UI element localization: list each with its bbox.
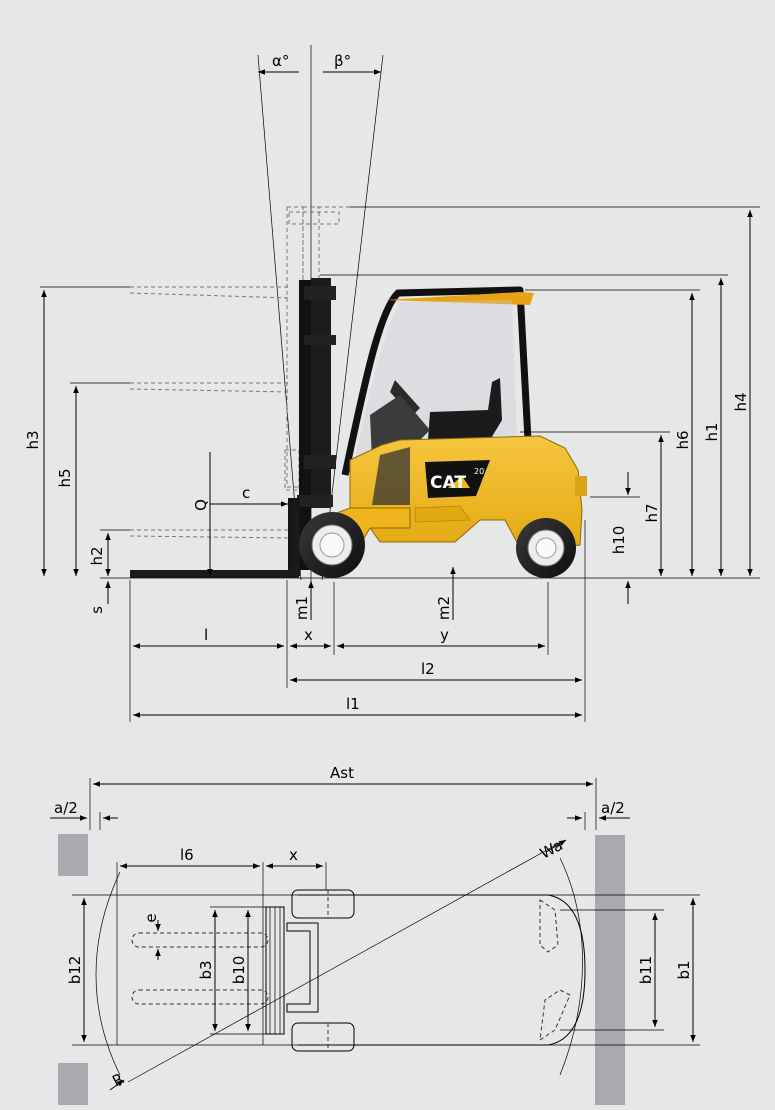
ast-dimension: [89, 778, 597, 830]
aisle-wall-left-top: [58, 834, 88, 876]
b3-label: b3: [197, 960, 215, 979]
model-badge: 20: [474, 467, 484, 476]
forks-top: [131, 932, 269, 1005]
b12-label: b12: [66, 956, 84, 985]
r-label: R: [109, 1070, 127, 1091]
right-height-dimensions: [625, 210, 753, 604]
b12-dimension: [72, 894, 298, 1046]
m2-label: m2: [435, 596, 453, 620]
height-extension-lines: [40, 206, 760, 531]
side-view: α° β°: [24, 45, 760, 722]
h3-label: h3: [24, 430, 42, 449]
l2-label: l2: [421, 660, 435, 678]
h4-label: h4: [732, 392, 750, 411]
h10-label: h10: [610, 526, 628, 555]
wa-label: Wa: [537, 836, 566, 863]
h7-label: h7: [643, 503, 661, 522]
l-label: l: [204, 626, 208, 644]
m1-label: m1: [293, 596, 311, 620]
aisle-wall-right: [595, 835, 625, 1105]
x-top-label: x: [289, 846, 298, 864]
b1-label: b1: [675, 960, 693, 979]
h1-label: h1: [703, 422, 721, 441]
h6-label: h6: [674, 430, 692, 449]
b11-b1-dimensions: [548, 894, 700, 1046]
left-height-dimensions: [41, 290, 111, 604]
load-center-dimension: [207, 452, 288, 576]
h5-label: h5: [56, 468, 74, 487]
beta-tilt-label: β°: [334, 52, 351, 70]
c-label: c: [242, 484, 250, 502]
l6-label: l6: [180, 846, 194, 864]
forks: [130, 505, 299, 578]
top-view: Ast a/2 a/2 Wa R: [50, 764, 700, 1105]
l1-label: l1: [346, 695, 360, 713]
h2-label: h2: [88, 546, 106, 565]
turning-arcs: [95, 839, 583, 1091]
y-label: y: [440, 626, 449, 644]
rear-wheel: [516, 518, 576, 578]
x-label: x: [304, 626, 313, 644]
q-label: Q: [192, 499, 210, 511]
alpha-tilt-label: α°: [272, 52, 289, 70]
ast-label: Ast: [330, 764, 354, 782]
truck-body: [317, 435, 587, 551]
cat-logo: CAT: [430, 473, 466, 493]
a-half-dimensions: [50, 812, 630, 830]
ground-clearance-dimensions: [308, 567, 456, 620]
s-label: s: [88, 606, 106, 614]
e-label: e: [142, 913, 160, 922]
length-dimensions: [129, 520, 586, 722]
a-half-left-label: a/2: [54, 799, 78, 817]
a-half-right-label: a/2: [601, 799, 625, 817]
b3-b10-dimensions: [210, 906, 266, 1035]
b10-label: b10: [230, 956, 248, 985]
b11-label: b11: [637, 956, 655, 985]
front-wheel: [299, 512, 365, 578]
aisle-wall-left-bottom: [58, 1063, 88, 1105]
l6-x-dimensions: [116, 862, 327, 1045]
truck-outline-top: [265, 889, 586, 1052]
